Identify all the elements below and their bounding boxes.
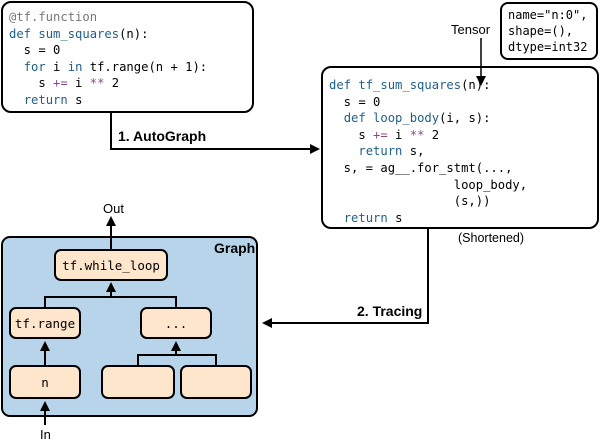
autograph-code-token: += xyxy=(373,127,396,142)
source-code-token: sum_squares xyxy=(38,26,120,41)
source-code-token: s xyxy=(75,92,83,107)
autograph-arrow xyxy=(110,113,320,154)
out-label: Out xyxy=(103,201,124,216)
autograph-code-token: def xyxy=(329,78,359,92)
source-code-token: return xyxy=(23,92,76,107)
tensor-shape: shape=(), xyxy=(508,24,574,38)
autograph-code-token: s, = ag__.for_stmt(..., xyxy=(329,160,513,175)
source-code-token: ** xyxy=(89,76,112,91)
source-code-box: @tf.function def sum_squares(n): s = 0 fo… xyxy=(1,1,254,113)
autograph-code-line: s, = ag__.for_stmt(..., xyxy=(329,160,527,177)
range-node: tf.range xyxy=(9,307,81,339)
autograph-code-line: def tf_sum_squares(n): xyxy=(329,77,527,94)
source-code-line: def sum_squares(n): xyxy=(9,26,207,43)
tracing-arrow xyxy=(262,229,429,328)
autograph-code-token: def xyxy=(343,111,374,126)
autograph-code-token: s = 0 xyxy=(329,94,381,109)
tensor-info-box: name="n:0", shape=(), dtype=int32 xyxy=(500,2,598,60)
autograph-code-token: tf_sum_squares xyxy=(358,78,462,92)
graph-title: Graph xyxy=(214,240,256,256)
autograph-code-line: return s xyxy=(329,210,527,227)
autograph-code-token: loop_body, xyxy=(329,177,528,192)
shortened-label: (Shortened) xyxy=(458,231,525,245)
source-code-token: @tf.function xyxy=(9,10,98,24)
source-code-token: def xyxy=(9,26,39,41)
autograph-code-line: (s,)) xyxy=(329,193,527,210)
source-code-token: for xyxy=(23,59,54,74)
in-label: In xyxy=(40,427,51,442)
autograph-code-line: s += i ** 2 xyxy=(329,127,527,144)
autograph-code-box: def tf_sum_squares(n): s = 0 def loop_bo… xyxy=(321,66,599,229)
source-code-token: += xyxy=(53,76,76,91)
source-code: @tf.function def sum_squares(n): s = 0 fo… xyxy=(9,9,207,109)
empty-node-left xyxy=(101,365,175,399)
autograph-code-token: s xyxy=(395,210,403,225)
tracing-step-label: 2. Tracing xyxy=(357,303,423,319)
source-code-token: s = 0 xyxy=(9,43,61,58)
source-code-line: return s xyxy=(9,92,207,109)
autograph-code-line: def loop_body(i, s): xyxy=(329,110,527,127)
source-code-line: s = 0 xyxy=(9,42,207,59)
source-code-token: tf.range(n + 1): xyxy=(89,59,208,74)
autograph-code: def tf_sum_squares(n): s = 0 def loop_bo… xyxy=(329,77,527,226)
autograph-code-token: (i, s): xyxy=(439,111,491,126)
source-code-token: i xyxy=(75,76,90,91)
autograph-code-token: ** xyxy=(409,127,432,142)
autograph-code-line: loop_body, xyxy=(329,177,527,194)
source-code-line: for i in tf.range(n + 1): xyxy=(9,59,207,76)
source-code-token: (n): xyxy=(119,26,149,41)
source-code-token: 2 xyxy=(111,76,120,91)
source-code-line: s += i ** 2 xyxy=(9,75,207,92)
autograph-code-token: return xyxy=(358,144,410,159)
autograph-code-token: s, xyxy=(409,144,425,159)
autograph-code-token: loop_body xyxy=(373,111,440,126)
source-code-line: @tf.function xyxy=(9,9,207,26)
tensor-name: name="n:0", xyxy=(508,8,588,22)
source-code-token: i xyxy=(53,59,68,74)
autograph-code-token: return xyxy=(343,210,396,225)
n-input-node: n xyxy=(9,365,81,399)
autograph-code-line: return s, xyxy=(329,143,527,160)
autograph-code-token: (s,)) xyxy=(329,194,491,209)
autograph-code-token: i xyxy=(395,127,410,142)
autograph-code-line: s = 0 xyxy=(329,94,527,111)
tensor-dtype: dtype=int32 xyxy=(508,40,588,54)
autograph-code-token: s xyxy=(329,127,374,142)
autograph-step-label: 1. AutoGraph xyxy=(118,128,207,144)
empty-node-right xyxy=(180,365,252,399)
ellipsis-node: ... xyxy=(140,307,212,339)
tensor-label: Tensor xyxy=(451,22,491,37)
while-loop-node: tf.while_loop xyxy=(54,249,168,281)
autograph-code-token: 2 xyxy=(431,127,440,142)
source-code-token: in xyxy=(67,59,90,74)
source-code-token: s xyxy=(9,76,54,91)
